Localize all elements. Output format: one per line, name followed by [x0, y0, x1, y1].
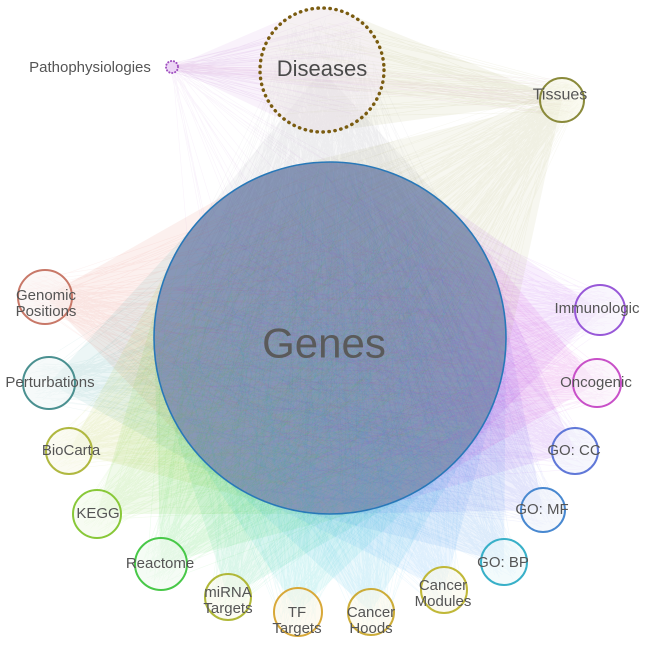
node-go-bp[interactable]	[480, 538, 528, 586]
node-reactome[interactable]	[134, 537, 188, 591]
node-genes[interactable]	[153, 161, 507, 515]
node-tf-targets[interactable]	[273, 587, 323, 637]
node-go-mf[interactable]	[520, 487, 566, 533]
node-immunologic[interactable]	[574, 284, 626, 336]
node-tissues[interactable]	[539, 77, 585, 123]
node-perturbations[interactable]	[22, 356, 76, 410]
node-oncogenic[interactable]	[572, 358, 622, 408]
edge-bundles	[23, 11, 621, 632]
node-cancer-modules[interactable]	[420, 566, 468, 614]
node-biocarta[interactable]	[45, 427, 93, 475]
node-mirna-targets[interactable]	[204, 573, 252, 621]
node-go-cc[interactable]	[551, 427, 599, 475]
node-cancer-hoods[interactable]	[347, 588, 395, 636]
graph-nodes	[17, 6, 626, 637]
node-genomic-positions[interactable]	[17, 269, 73, 325]
edge-fans	[45, 8, 600, 613]
node-kegg[interactable]	[72, 489, 122, 539]
node-pathophysiologies[interactable]	[165, 60, 179, 74]
node-diseases[interactable]	[258, 6, 386, 134]
